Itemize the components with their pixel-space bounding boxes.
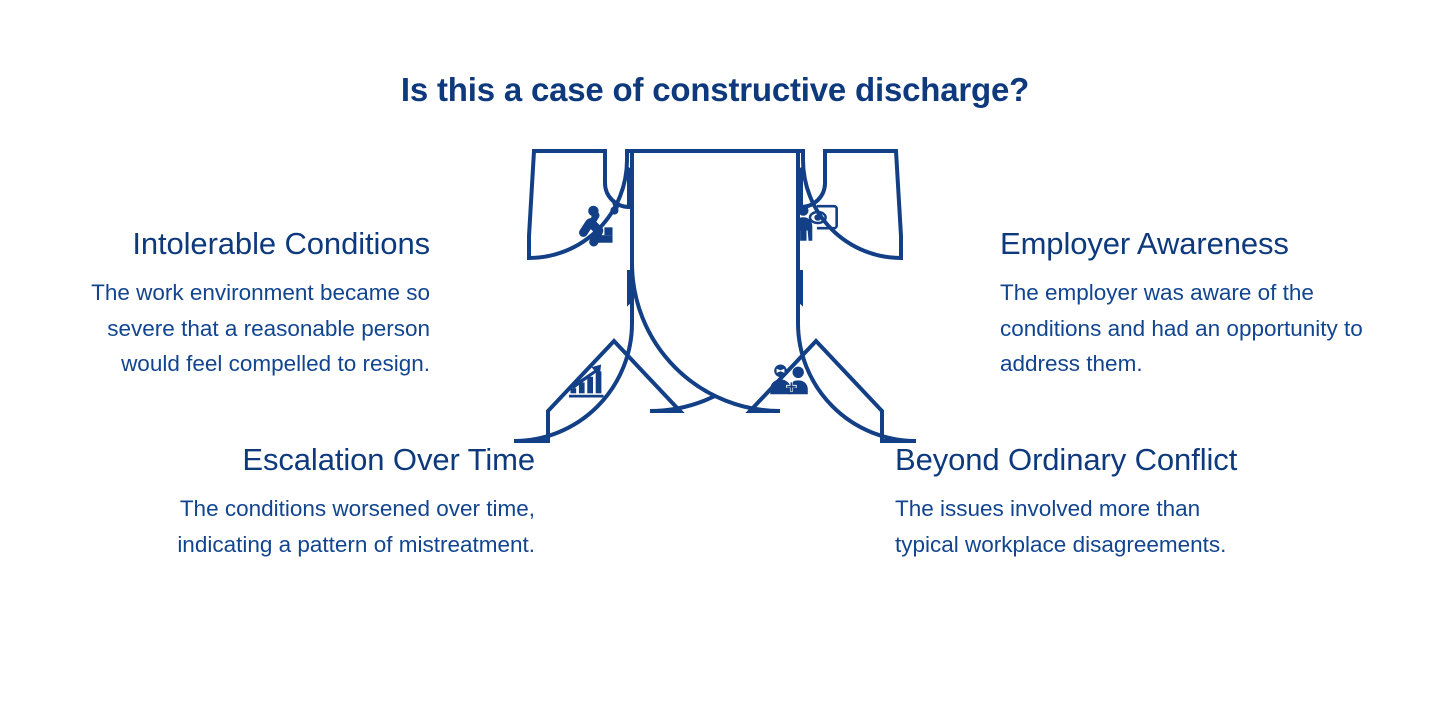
block-intolerable-conditions: Intolerable Conditions The work environm… bbox=[55, 222, 430, 382]
block-escalation-over-time: Escalation Over Time The conditions wors… bbox=[130, 438, 535, 562]
block-heading-beyond-ordinary-conflict: Beyond Ordinary Conflict bbox=[895, 442, 1238, 477]
page-title: Is this a case of constructive discharge… bbox=[400, 71, 1030, 108]
central-arrow-diagram bbox=[430, 135, 1000, 455]
block-body-beyond-ordinary-conflict: The issues involved more than typical wo… bbox=[895, 496, 1227, 557]
block-body-intolerable-conditions: The work environment became so severe th… bbox=[91, 280, 430, 377]
emergency-exit-icon bbox=[579, 200, 619, 247]
people-conflict-icon bbox=[770, 364, 808, 395]
rising-bar-chart-icon bbox=[569, 364, 604, 398]
block-body-escalation-over-time: The conditions worsened over time, indic… bbox=[177, 496, 535, 557]
block-heading-intolerable-conditions: Intolerable Conditions bbox=[132, 226, 430, 261]
block-body-employer-awareness: The employer was aware of the conditions… bbox=[1000, 280, 1363, 377]
block-beyond-ordinary-conflict: Beyond Ordinary Conflict The issues invo… bbox=[895, 438, 1255, 562]
block-employer-awareness: Employer Awareness The employer was awar… bbox=[1000, 222, 1380, 382]
block-heading-escalation-over-time: Escalation Over Time bbox=[242, 442, 535, 477]
curved-arrow-down-right bbox=[630, 149, 917, 443]
block-heading-employer-awareness: Employer Awareness bbox=[1000, 226, 1289, 261]
